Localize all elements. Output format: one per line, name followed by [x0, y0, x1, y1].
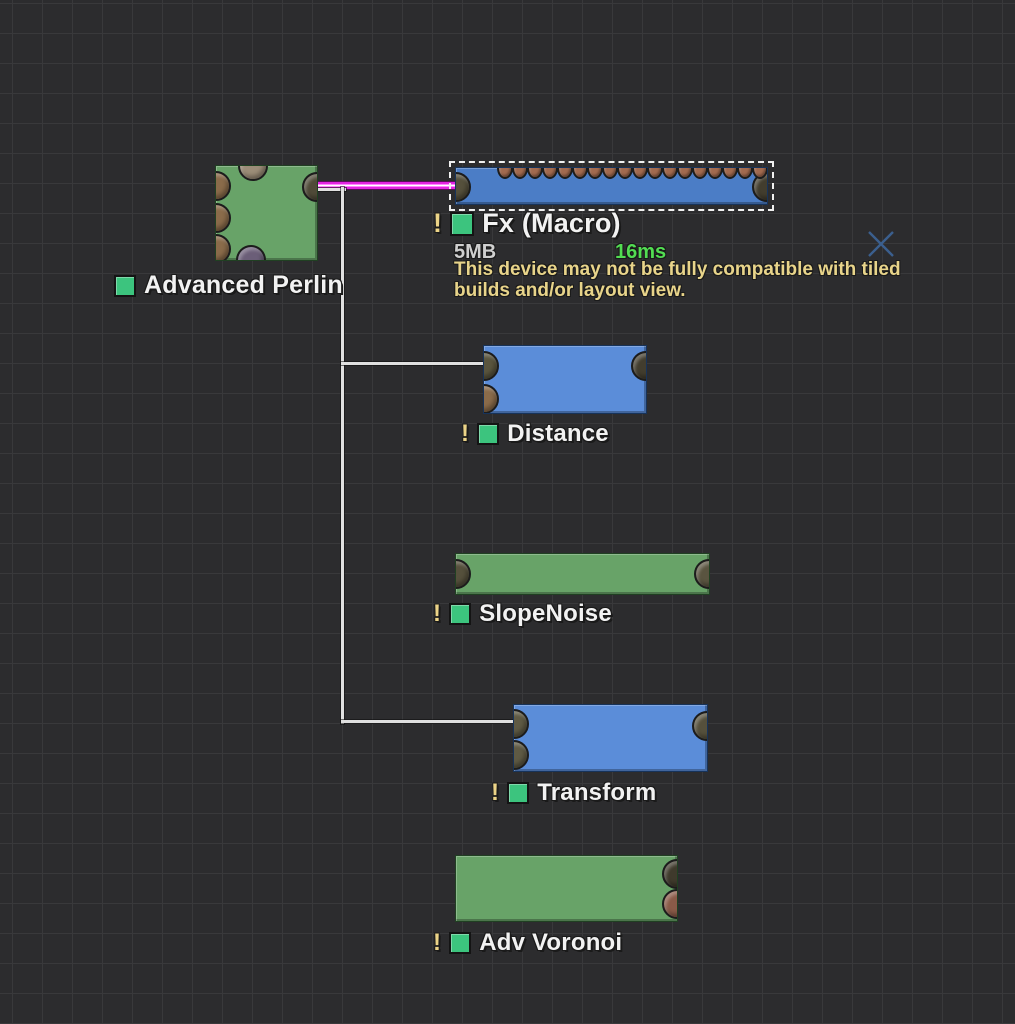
warning-badge: ! [461, 420, 470, 447]
input-port-icon[interactable] [216, 234, 231, 260]
warning-badge: ! [433, 929, 442, 956]
blue-x-marker-icon [868, 231, 894, 257]
macro-parameter-port-icon[interactable] [722, 168, 738, 179]
input-port-icon[interactable] [514, 709, 529, 739]
node-adv-voronoi[interactable] [455, 855, 678, 922]
heightfield-swatch-icon [449, 932, 472, 954]
warning-badge: ! [433, 208, 443, 238]
build-time-value: 16ms [615, 241, 667, 263]
node-fx-macro-selection-outline [449, 161, 774, 211]
node-label-text: Advanced Perlin [144, 271, 343, 299]
macro-parameter-port-icon[interactable] [512, 168, 528, 179]
node-slopenoise[interactable] [455, 553, 710, 595]
node-distance[interactable] [483, 345, 647, 414]
node-label-advanced-perlin: Advanced Perlin [114, 271, 343, 300]
wire-branch-to-distance[interactable] [341, 362, 499, 365]
macro-parameter-port-icon[interactable] [647, 168, 663, 179]
fx-macro-build-stats: 5MB 16ms [454, 241, 666, 264]
wire-selected-advanced-perlin-to-fx[interactable] [314, 181, 466, 190]
node-fx-macro[interactable] [455, 167, 768, 205]
macro-parameter-port-icon[interactable] [497, 168, 513, 179]
node-label-text: SlopeNoise [479, 600, 612, 627]
parameter-port-icon[interactable] [238, 166, 268, 181]
macro-parameter-port-icon[interactable] [752, 168, 767, 179]
node-label-distance: ! Distance [461, 420, 609, 448]
node-label-text: Distance [507, 420, 609, 447]
output-port-icon[interactable] [631, 351, 646, 381]
node-label-text: Fx (Macro) [482, 208, 621, 238]
node-label-transform: ! Transform [491, 779, 656, 807]
macro-parameter-port-icon[interactable] [542, 168, 558, 179]
output-port-icon[interactable] [694, 559, 709, 589]
output-port-icon[interactable] [662, 889, 677, 919]
heightfield-swatch-icon [477, 423, 500, 445]
macro-parameter-port-icon[interactable] [662, 168, 678, 179]
heightfield-swatch-icon [450, 211, 475, 236]
macro-parameter-port-icon[interactable] [677, 168, 693, 179]
heightfield-swatch-icon [114, 274, 136, 297]
node-label-fx-macro: ! Fx (Macro) [433, 208, 621, 239]
wire-advanced-perlin-output-stub[interactable] [316, 188, 346, 191]
output-port-icon[interactable] [662, 859, 677, 889]
macro-parameter-port-icon[interactable] [707, 168, 723, 179]
node-advanced-perlin[interactable] [215, 165, 318, 261]
input-port-icon[interactable] [484, 384, 499, 413]
warning-line-1: This device may not be fully compatible … [454, 259, 901, 280]
warning-badge: ! [491, 779, 500, 806]
output-port-icon[interactable] [692, 711, 707, 741]
node-label-slopenoise: ! SlopeNoise [433, 600, 612, 628]
node-label-text: Adv Voronoi [479, 929, 623, 956]
input-port-icon[interactable] [514, 740, 529, 770]
macro-parameter-port-icon[interactable] [527, 168, 543, 179]
input-port-icon[interactable] [456, 559, 471, 589]
macro-parameter-port-icon[interactable] [737, 168, 753, 179]
macro-parameter-port-icon[interactable] [602, 168, 618, 179]
input-port-icon[interactable] [484, 351, 499, 381]
heightfield-swatch-icon [449, 603, 472, 625]
macro-parameter-port-icon[interactable] [572, 168, 588, 179]
warning-line-2: builds and/or layout view. [454, 280, 686, 301]
compatibility-warning: This device may not be fully compatible … [454, 259, 901, 301]
memory-usage-value: 5MB [454, 241, 497, 263]
macro-parameter-port-icon[interactable] [692, 168, 708, 179]
macro-parameter-port-icon[interactable] [632, 168, 648, 179]
node-label-adv-voronoi: ! Adv Voronoi [433, 929, 622, 957]
wire-branch-to-transform[interactable] [341, 720, 527, 723]
output-port-icon[interactable] [302, 172, 317, 202]
node-transform[interactable] [513, 704, 708, 772]
input-port-icon[interactable] [216, 203, 231, 233]
input-port-icon[interactable] [216, 171, 231, 201]
macro-parameter-port-icon[interactable] [617, 168, 633, 179]
warning-badge: ! [433, 600, 442, 627]
macro-parameter-port-icon[interactable] [587, 168, 603, 179]
heightfield-swatch-icon [507, 782, 530, 804]
wire-vertical-trunk[interactable] [341, 187, 344, 724]
parameter-port-icon[interactable] [236, 245, 266, 260]
node-label-text: Transform [537, 779, 657, 806]
input-port-icon[interactable] [456, 172, 471, 202]
macro-parameter-port-icon[interactable] [557, 168, 573, 179]
